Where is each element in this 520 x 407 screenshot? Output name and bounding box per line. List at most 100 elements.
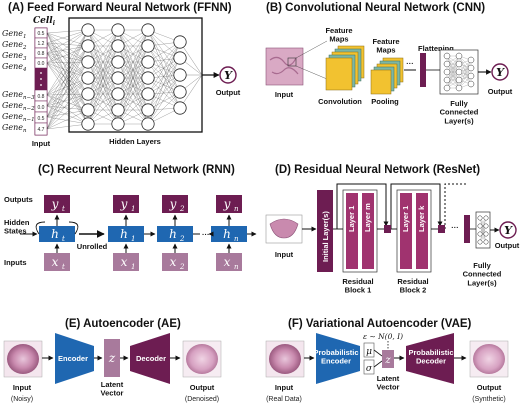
ffnn-edge — [87, 29, 119, 95]
ffnn-neuron — [173, 51, 187, 65]
fc-edge — [446, 71, 460, 89]
ae-output-sub: (Denoised) — [185, 396, 219, 403]
ffnn-edge — [147, 29, 181, 93]
panel-rnn: (C) Recurrent Neural Network (RNN) Outpu… — [4, 164, 257, 271]
ffnn-edge — [147, 45, 181, 76]
fc-neuron — [455, 76, 463, 84]
ffnn-edge — [147, 29, 181, 76]
ffnn-edge — [117, 77, 149, 111]
ffnn-edge — [46, 42, 89, 125]
ffnn-edge — [147, 41, 181, 95]
pooling-label: Pooling — [371, 97, 399, 106]
ffnn-edge — [46, 29, 89, 54]
panel-ae: (E) Autoencoder (AE) Input (Noisy) Encod… — [3, 318, 222, 403]
gene-value: 0.5 — [38, 31, 45, 37]
ffnn-edge — [46, 45, 89, 64]
ffnn-edge — [46, 77, 89, 107]
ffnn-edge — [179, 41, 203, 76]
ffnn-edge — [46, 32, 89, 63]
ffnn-edge — [147, 91, 181, 125]
ffnn-edge — [46, 42, 89, 95]
fc-edge — [479, 225, 487, 243]
ffnn-edge — [179, 74, 203, 109]
resnet-flatten-vector — [464, 215, 470, 243]
resnet-ellipsis: ··· — [451, 223, 459, 232]
rnn-input-symbol: x — [224, 255, 231, 269]
rnn-outputs-label: Outputs — [4, 195, 33, 204]
res-add-node-2 — [438, 225, 445, 233]
fc-edge — [446, 63, 460, 89]
ae-input-label: Input — [13, 383, 32, 392]
gene-value: 4.7 — [38, 127, 45, 133]
rnn-hidden-subscript: t — [62, 235, 65, 243]
ae-output-tissue — [186, 344, 218, 374]
fc-edge — [458, 59, 472, 89]
ffnn-edge — [46, 29, 89, 130]
ffnn-edge — [46, 29, 89, 64]
gene-value: 0.8 — [38, 51, 45, 57]
ffnn-title: (A) Feed Forward Neural Network (FFNN) — [8, 2, 232, 14]
ffnn-output-node — [219, 66, 237, 84]
cell-header: Celli — [33, 16, 56, 27]
ffnn-neuron — [141, 55, 155, 69]
ffnn-edge — [46, 109, 89, 118]
ffnn-edge — [46, 61, 89, 118]
ae-output-label: Output — [190, 383, 215, 392]
fc-edge — [446, 55, 460, 73]
panel-ffnn: (A) Feed Forward Neural Network (FFNN) C… — [2, 2, 241, 148]
ffnn-edge — [46, 52, 89, 125]
res2-layer-1-label: Layer 1 — [401, 206, 410, 232]
ffnn-edge — [46, 94, 89, 111]
rnn-input-node — [44, 253, 70, 271]
gene-value: 1.2 — [38, 41, 45, 47]
ae-latent-symbol: z — [108, 351, 116, 365]
fc-neuron — [455, 84, 463, 92]
cnn-projection-line — [295, 65, 328, 80]
rnn-output-subscript: t — [62, 205, 65, 213]
ffnn-neuron — [173, 68, 187, 82]
vae-latent-vector — [382, 350, 394, 368]
ffnn-edge — [46, 93, 89, 118]
ffnn-neuron — [81, 103, 95, 117]
res1-layer-1-label: Layer 1 — [347, 206, 356, 232]
ffnn-neuron — [173, 85, 187, 99]
resnet-output-symbol: Y — [504, 224, 513, 237]
fc-neuron — [455, 68, 463, 76]
vae-input-tissue — [269, 344, 301, 374]
vae-output-label: Output — [477, 383, 502, 392]
fc-neuron — [443, 84, 451, 92]
fc-edge — [479, 217, 487, 235]
ffnn-edge — [46, 93, 89, 96]
ffnn-edge — [46, 62, 89, 125]
ae-title: (E) Autoencoder (AE) — [65, 318, 181, 330]
ffnn-edge — [87, 45, 119, 111]
ffnn-edge — [147, 61, 181, 93]
ffnn-edge — [46, 77, 89, 96]
skip-connection-2 — [390, 183, 443, 229]
fc-neuron — [477, 215, 483, 221]
rnn-input-node — [113, 253, 139, 271]
ffnn-edge — [46, 42, 89, 111]
hidden-layers-label: Hidden Layers — [109, 137, 161, 146]
resnet-fc-network — [477, 215, 489, 245]
vae-decoder — [406, 333, 454, 384]
ffnn-neuron — [111, 103, 125, 117]
ffnn-edge — [46, 123, 89, 130]
ffnn-edge — [46, 29, 89, 44]
ffnn-edge — [147, 74, 181, 111]
ffnn-edge — [46, 32, 89, 95]
ffnn-edge — [117, 29, 149, 95]
ffnn-neuron — [141, 103, 155, 117]
gene-labels: Gene1 Gene2 Gene3 Gene4 Genen−3 Genen−2 … — [2, 29, 35, 134]
ffnn-edge — [46, 61, 89, 96]
gene-label: Genen — [2, 123, 27, 134]
ffnn-edge — [46, 93, 89, 107]
rnn-output-node — [162, 195, 188, 213]
gene-label: Gene2 — [2, 40, 27, 51]
feature-maps-1 — [325, 45, 365, 91]
fc-edge — [479, 217, 487, 243]
ffnn-edge — [87, 77, 119, 111]
